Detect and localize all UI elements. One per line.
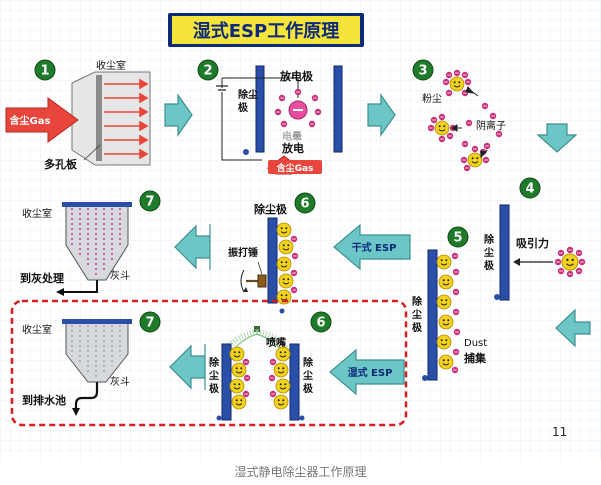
s6-dry-rapper-label: 振打锤 [228,246,258,259]
s6-wet-right-label-b: 尘 [303,369,313,382]
s7-dry-room-label: 收尘室 [22,207,52,220]
flow-arrow-icon [164,93,193,137]
s7-dry-hopper-label: 灰斗 [110,269,130,282]
s2-corona-label-a: 电晕 [282,130,302,143]
s7-wet-room-label: 收尘室 [22,323,52,336]
flow-arrow-icon [536,123,578,153]
gas-inlet-arrow-icon [5,97,79,143]
wet-esp-label: 湿式 ESP [348,366,393,379]
s4-collector-label-b: 尘 [484,246,494,259]
step-2-charging: 放电极 除尘 极 电晕 放电 含尘Gas [216,65,343,175]
s6-wet-left-label-a: 除 [209,356,220,369]
flow-arrow-icon [367,93,396,137]
s2-gas-label: 含尘Gas [276,162,314,174]
step-6-wet-number: 6 [316,316,325,331]
s2-collector-label-b: 极 [238,101,249,114]
s2-collector-label-a: 除尘 [238,88,258,101]
flow-arrow-icon [169,344,206,390]
step-4-attraction: 除 尘 极 吸引力 [484,204,586,301]
step-7-wet-number: 7 [145,316,154,331]
step-5-capture: 除 尘 极 Dust 捕集 [412,249,487,381]
step-7-dry-hopper: 收尘室 灰斗 到灰处理 [20,202,132,296]
esp-diagram: 湿式ESP工作原理 1 2 3 4 5 6 7 6 7 含尘Gas 收尘室 多孔… [0,0,601,460]
rapper-hammer-icon [240,269,267,293]
s1-plate-label: 多孔板 [44,157,78,171]
s4-collector-label-a: 除 [484,233,495,246]
s7-wet-hopper-label: 灰斗 [110,375,130,388]
s2-corona-label-b: 放电 [281,141,304,155]
s6-wet-right-label-a: 除 [303,356,314,369]
step-3-ionization: 粉尘 阴离子 [422,69,506,172]
s5-collector-label-b: 尘 [412,308,422,321]
s7-dry-out-label: 到灰处理 [20,271,64,285]
step-7-dry-number: 7 [145,195,154,210]
s3-dust-label: 粉尘 [422,92,442,105]
s5-dust-label: Dust [464,338,487,349]
s4-collector-label-c: 极 [484,259,495,272]
page-number: 11 [552,425,567,439]
s6-wet-nozzle-label: 喷嘴 [266,336,286,349]
flow-arrow-icon [555,308,591,348]
step-1-inlet: 含尘Gas 收尘室 多孔板 [5,59,151,171]
page-title: 湿式ESP工作原理 [193,20,339,42]
flow-arrow-icon [174,224,211,270]
s5-capture-label: 捕集 [464,351,487,365]
s6-dry-collector-label: 除尘极 [254,202,288,216]
step-6-wet-spray: 喷嘴 除 尘 极 除 尘 极 [209,326,314,421]
dry-esp-label: 干式 ESP [352,241,397,254]
s6-wet-right-label-c: 极 [303,382,314,395]
figure-caption: 湿式静电除尘器工作原理 [234,465,367,479]
wet-esp-arrow: 湿式 ESP [329,348,405,396]
step-7-wet-hopper: 收尘室 灰斗 到排水池 [22,319,132,416]
s4-force-label: 吸引力 [516,236,549,250]
step-6-dry-rapping: 除尘极 振打锤 [228,202,299,314]
s6-wet-left-label-b: 尘 [209,369,219,382]
s7-wet-out-label: 到排水池 [22,393,66,407]
s1-gas-label: 含尘Gas [10,114,51,127]
s5-collector-label-c: 极 [412,321,423,334]
step-4-number: 4 [525,182,534,197]
step-5-number: 5 [453,231,462,246]
step-6-dry-number: 6 [300,197,309,212]
step-numbers: 1 2 3 4 5 6 7 6 7 [34,59,541,333]
dry-esp-arrow: 干式 ESP [333,223,411,271]
s6-wet-left-label-c: 极 [209,382,220,395]
step-3-number: 3 [418,64,427,79]
s5-collector-label-a: 除 [412,295,423,308]
step-2-number: 2 [203,64,212,79]
s3-ion-label: 阴离子 [476,119,506,132]
s1-room-label: 收尘室 [96,59,126,72]
wet-esp-region [10,299,408,427]
step-1-number: 1 [40,64,49,79]
s2-electrode-label: 放电极 [279,69,314,83]
title-box: 湿式ESP工作原理 [168,13,364,47]
